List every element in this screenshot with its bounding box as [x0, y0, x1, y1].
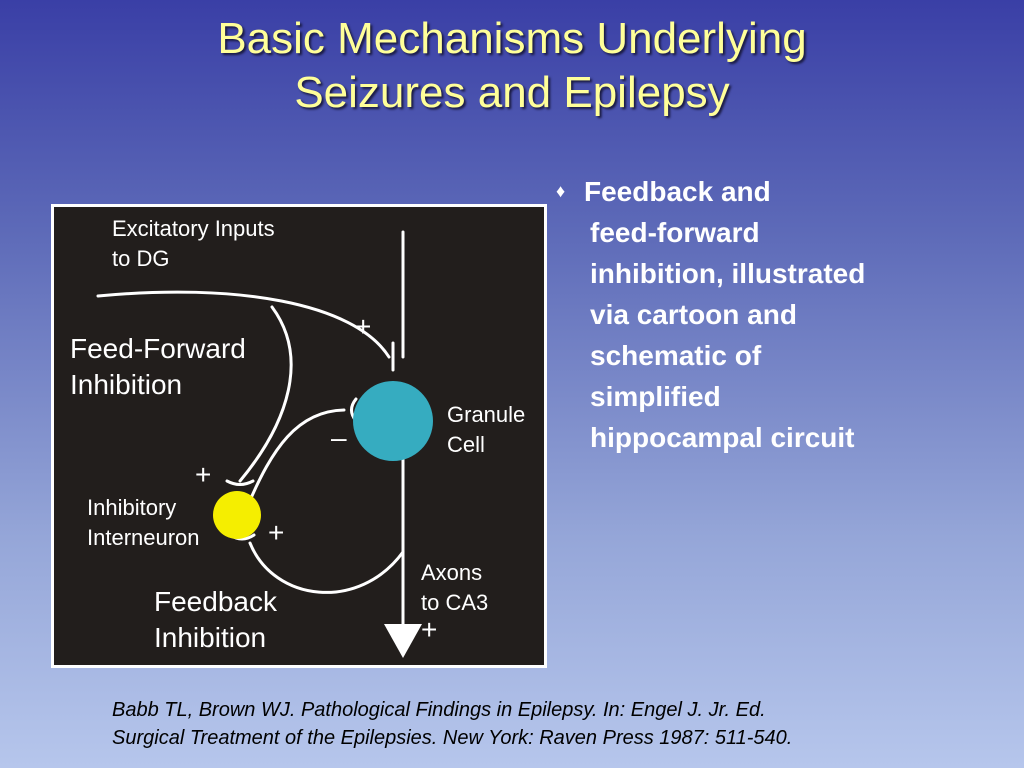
axons-label: Axons to CA3	[421, 560, 489, 615]
bullet-line-3: inhibition, illustrated	[590, 258, 866, 289]
plus-sign-interneuron-input: +	[195, 459, 212, 490]
excitatory-inputs-label: Excitatory Inputs to DG	[112, 216, 275, 271]
circuit-drawing	[96, 230, 433, 658]
slide-title: Basic Mechanisms Underlying Seizures and…	[0, 12, 1024, 120]
title-line-2: Seizures and Epilepsy	[294, 68, 730, 117]
hippocampal-circuit-diagram: Excitatory Inputs to DG Feed-Forward Inh…	[51, 204, 547, 668]
citation: Babb TL, Brown WJ. Pathological Findings…	[112, 696, 792, 752]
bullet-line-1: Feedback and	[584, 176, 771, 207]
title-line-1: Basic Mechanisms Underlying	[217, 14, 807, 63]
minus-sign-inhibition: –	[331, 422, 347, 453]
diamond-bullet-icon: ♦	[556, 181, 566, 201]
feedback-inhibition-label: Feedback Inhibition	[154, 586, 277, 653]
feed-forward-branch	[238, 305, 293, 483]
bullet-line-5: schematic of	[590, 340, 762, 371]
plus-sign-axon: +	[421, 614, 438, 645]
bullet-line-4: via cartoon and	[590, 299, 797, 330]
inhibitory-interneuron	[213, 491, 261, 539]
inhibitory-projection	[246, 408, 346, 507]
interneuron-input-synapse	[225, 479, 255, 486]
feedback-collateral	[248, 541, 405, 594]
bullet-line-2: feed-forward	[590, 217, 760, 248]
bullet-line-7: hippocampal circuit	[590, 422, 855, 453]
axon-arrow-head	[384, 624, 422, 658]
granule-cell	[353, 381, 433, 461]
plus-sign-excitatory: +	[355, 311, 372, 342]
granule-cell-label: Granule Cell	[447, 402, 526, 457]
citation-line-1: Babb TL, Brown WJ. Pathological Findings…	[112, 699, 766, 721]
bullet-line-6: simplified	[590, 381, 721, 412]
feed-forward-inhibition-label: Feed-Forward Inhibition	[70, 333, 246, 400]
inhibitory-interneuron-label: Inhibitory Interneuron	[87, 495, 200, 550]
bullet-continuation: feed-forward inhibition, illustrated via…	[590, 212, 865, 458]
citation-line-2: Surgical Treatment of the Epilepsies. Ne…	[112, 727, 793, 749]
plus-sign-interneuron-feedback: +	[268, 517, 285, 548]
excitatory-input-fiber	[96, 290, 391, 359]
